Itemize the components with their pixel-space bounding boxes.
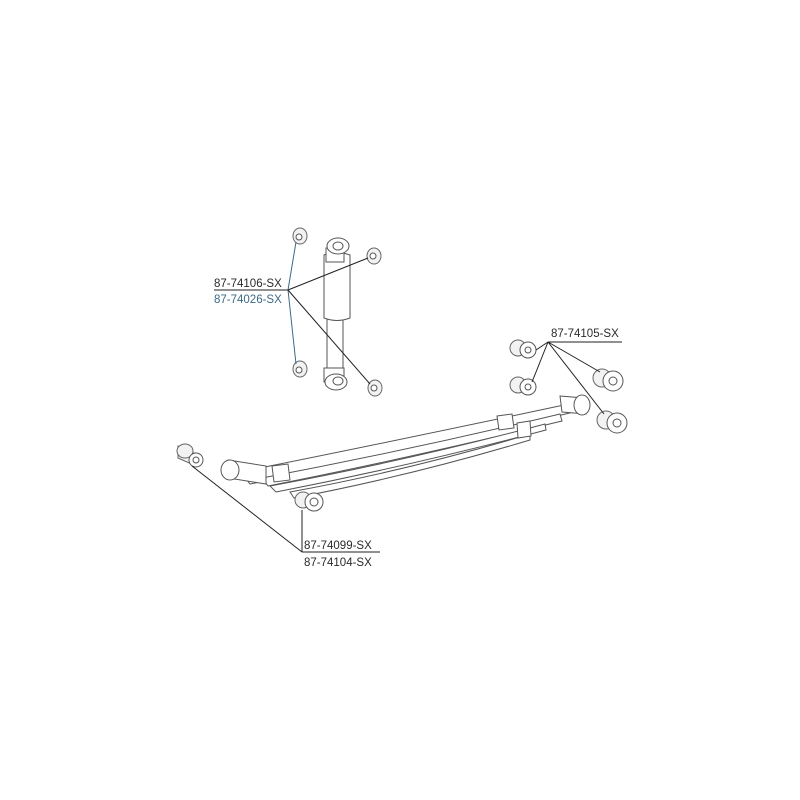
bushing-spring-left-lower — [294, 491, 324, 512]
bushing-spring-right-2 — [509, 376, 537, 396]
label-shock-secondary: 87-74026-SX — [214, 294, 282, 306]
left-leader-lines — [191, 465, 380, 553]
shock-absorber — [323, 237, 351, 391]
label-left-secondary: 87-74104-SX — [304, 557, 372, 569]
label-left-primary: 87-74099-SX — [304, 540, 372, 552]
leaf-spring — [220, 394, 591, 499]
bushing-shock-top-left — [292, 227, 308, 245]
bushing-spring-left — [176, 443, 204, 468]
label-shock-primary: 87-74106-SX — [214, 278, 282, 290]
label-right-bushings: 87-74105-SX — [551, 328, 619, 340]
bushing-spring-right-4 — [596, 410, 628, 434]
right-leader-lines — [531, 341, 622, 415]
bushing-spring-right-1 — [509, 339, 537, 359]
bushing-shock-bottom-left — [292, 360, 308, 378]
bushing-shock-bottom-right — [367, 379, 383, 397]
bushing-spring-right-3 — [592, 368, 624, 392]
bushing-shock-top-right — [366, 247, 382, 265]
shock-leader-lines — [214, 241, 371, 385]
